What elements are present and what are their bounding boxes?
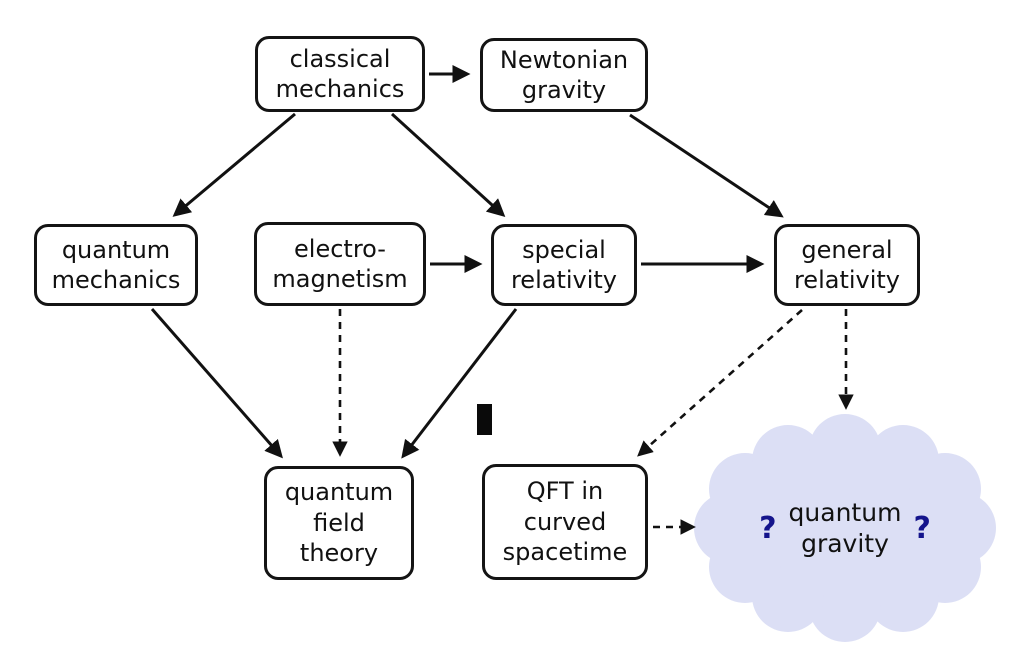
edge-newtonian-to-general-relativity [629, 113, 784, 218]
node-newtonian-gravity: Newtonian gravity [480, 38, 648, 112]
edge-general-relativity-to-qft-curved-dashed [637, 309, 803, 457]
black-bar-marker [477, 404, 492, 435]
node-quantum-mechanics: quantum mechanics [34, 224, 198, 306]
quantum-gravity-cloud-text: ? quantum gravity ? [710, 478, 980, 578]
node-general-relativity: general relativity [774, 224, 920, 306]
edge-quantum-mechanics-to-qft [150, 308, 283, 459]
question-mark-left: ? [759, 510, 777, 546]
node-qft-in-curved-spacetime: QFT in curved spacetime [482, 464, 648, 580]
edge-special-relativity-to-qft [401, 308, 518, 459]
quantum-gravity-label: quantum gravity [788, 497, 902, 558]
edge-classical-to-special-relativity [390, 112, 506, 218]
node-quantum-field-theory: quantum field theory [264, 466, 414, 580]
node-special-relativity: special relativity [491, 224, 637, 306]
edge-classical-to-quantum-mechanics [172, 112, 296, 217]
quantum-gravity-cloud [694, 414, 996, 642]
node-classical-mechanics: classical mechanics [255, 36, 425, 112]
node-electromagnetism: electro- magnetism [254, 222, 426, 306]
question-mark-right: ? [913, 510, 931, 546]
